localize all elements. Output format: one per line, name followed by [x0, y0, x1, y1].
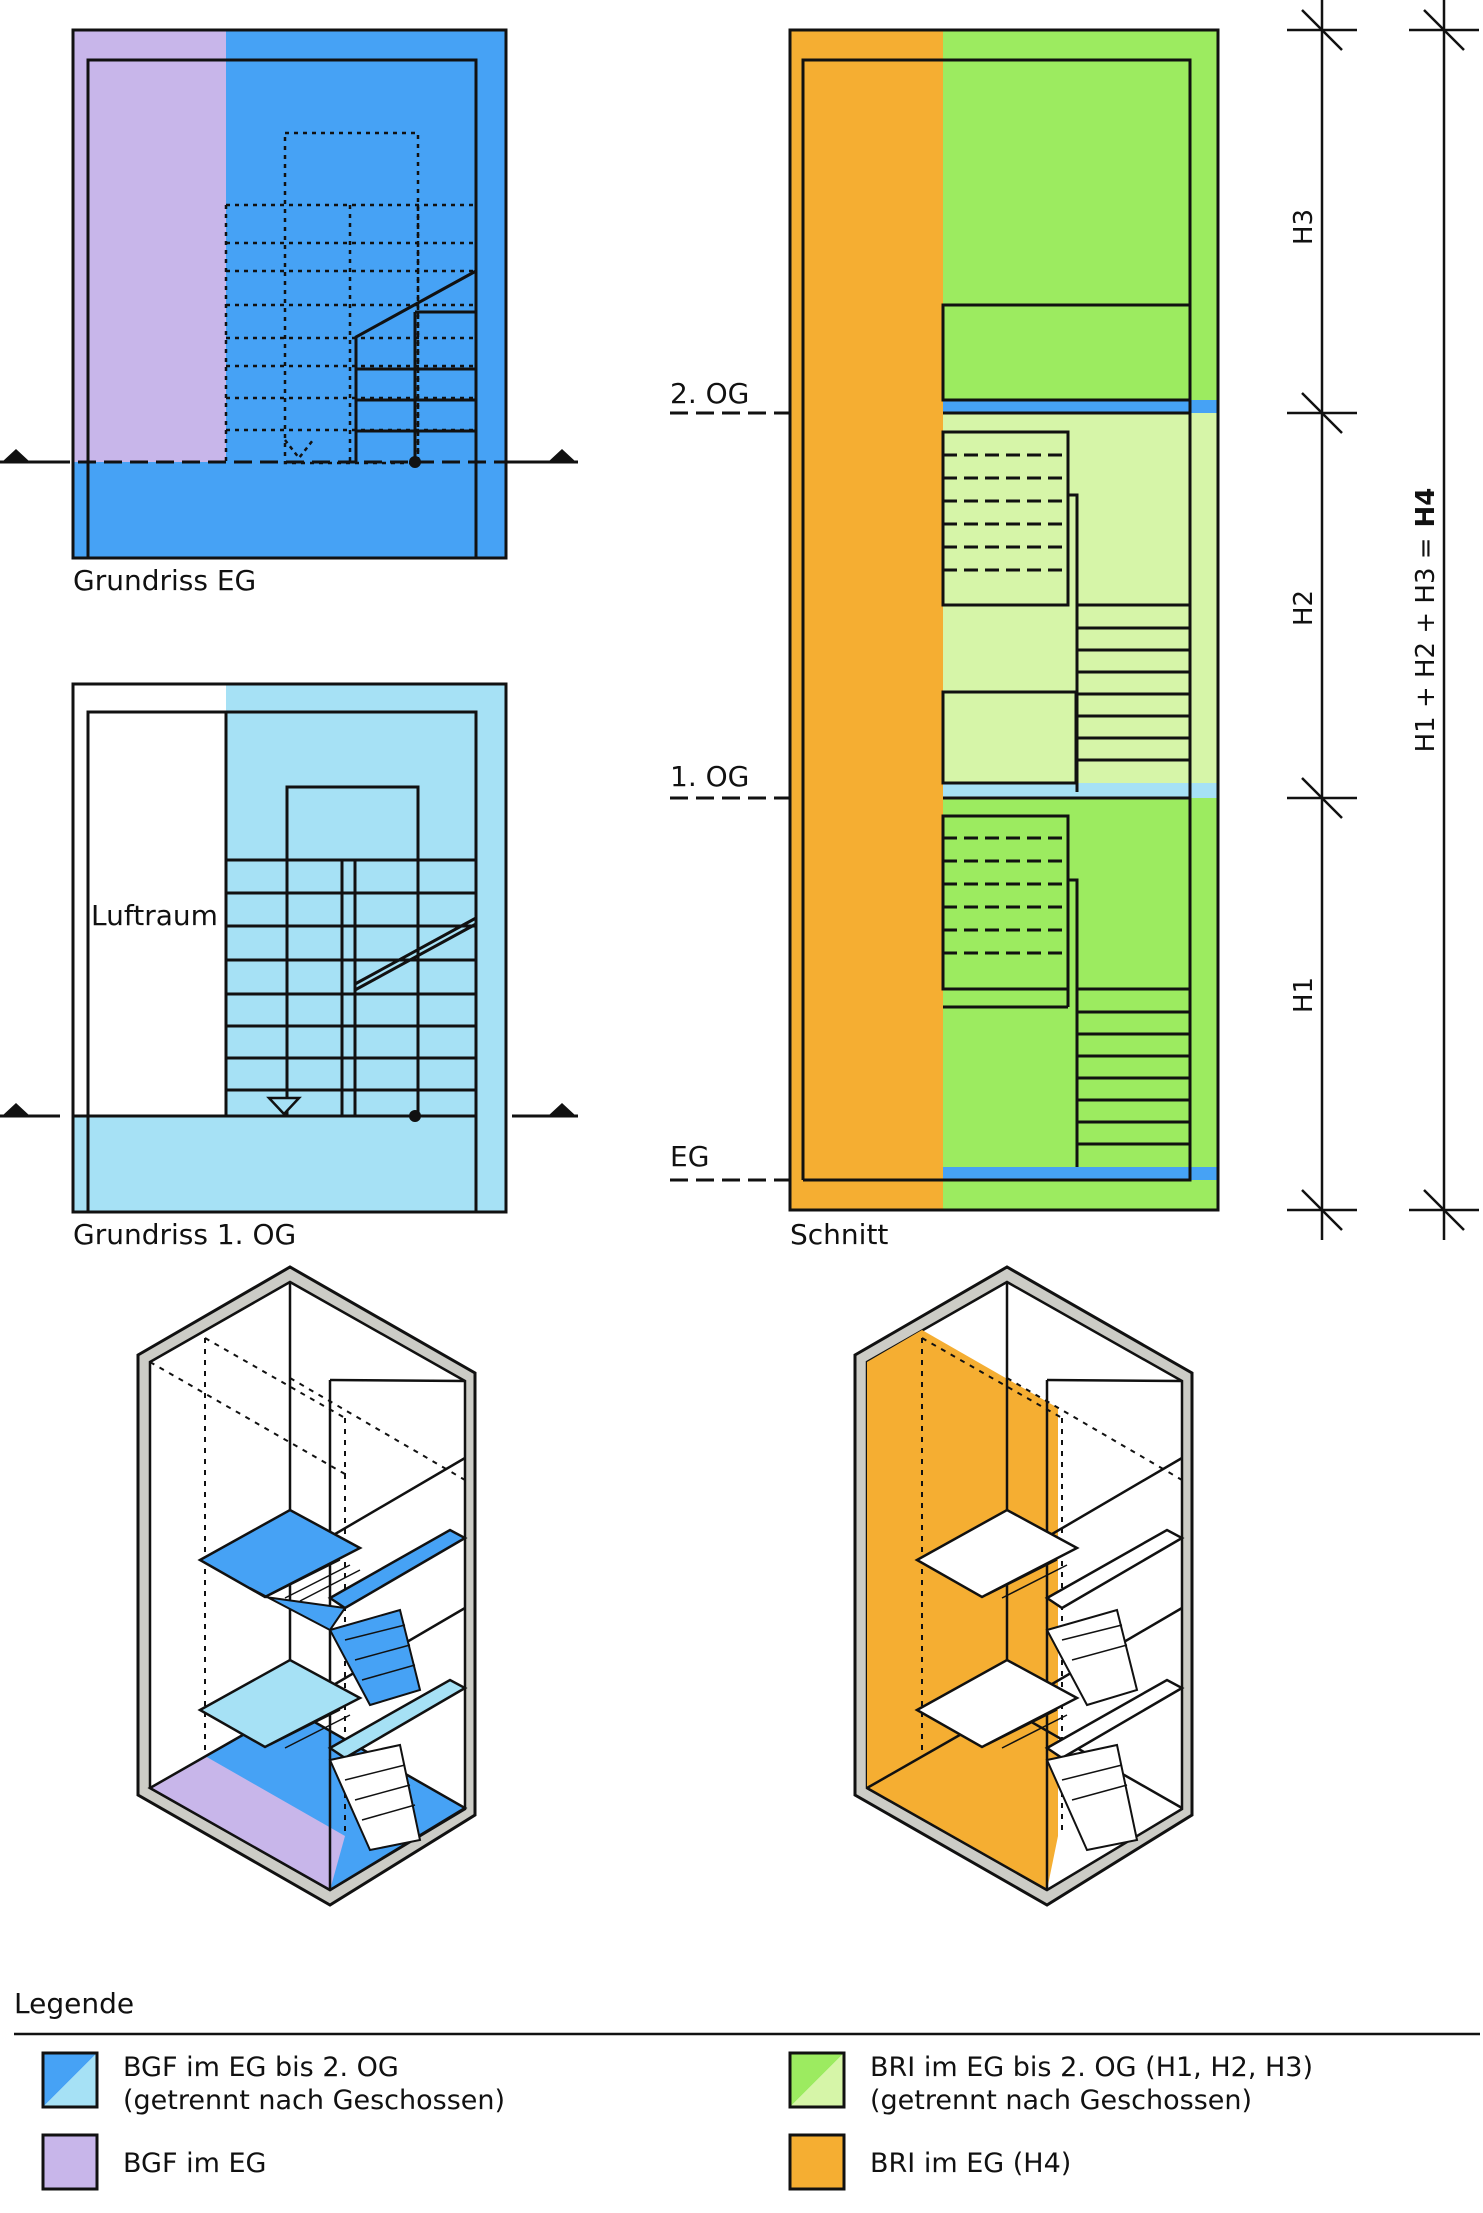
axonometric-bgf [136, 1265, 477, 1907]
legend-title: Legende [14, 1987, 134, 2020]
dim-h2: H2 [1289, 590, 1319, 626]
legend: Legende BGF im EG bis 2. OG (getrennt na… [14, 1987, 1480, 2191]
void-label: Luftraum [91, 899, 218, 932]
legend-item-bgf-eg: BGF im EG [41, 2133, 266, 2191]
legend-sublabel-bgf-floors: (getrennt nach Geschossen) [123, 2085, 505, 2116]
axonometric-bri [853, 1265, 1194, 1907]
legend-label-bgf-floors: BGF im EG bis 2. OG [123, 2052, 399, 2083]
level-label-eg: EG [670, 1140, 709, 1173]
height-dimensions [1287, 0, 1479, 1240]
legend-item-bri-floors: BRI im EG bis 2. OG (H1, H2, H3) (getren… [788, 2051, 1313, 2116]
section-caption: Schnitt [790, 1218, 888, 1251]
legend-item-bgf-floors: BGF im EG bis 2. OG (getrennt nach Gesch… [41, 2051, 505, 2116]
legend-label-bgf-eg: BGF im EG [123, 2148, 266, 2179]
plan-eg-caption: Grundriss EG [73, 564, 256, 597]
legend-label-bri-eg: BRI im EG (H4) [870, 2148, 1071, 2179]
dim-total-formula: H1 + H2 + H3 =H4 [1411, 488, 1441, 753]
legend-sublabel-bri-floors: (getrennt nach Geschossen) [870, 2085, 1252, 2116]
level-label-og2: 2. OG [670, 377, 749, 410]
legend-label-bri-floors: BRI im EG bis 2. OG (H1, H2, H3) [870, 2052, 1313, 2083]
floor-plan-first-floor: Luftraum Grundriss 1. OG [0, 682, 578, 1251]
dim-h3: H3 [1289, 209, 1319, 245]
level-label-og1: 1. OG [670, 760, 749, 793]
plan-og1-caption: Grundriss 1. OG [73, 1218, 296, 1251]
floor-plan-ground-floor: Grundriss EG [0, 28, 578, 597]
section-drawing: 2. OG 1. OG EG Schnitt [670, 28, 1220, 1251]
dim-h1: H1 [1289, 977, 1319, 1013]
legend-item-bri-eg: BRI im EG (H4) [788, 2133, 1071, 2191]
